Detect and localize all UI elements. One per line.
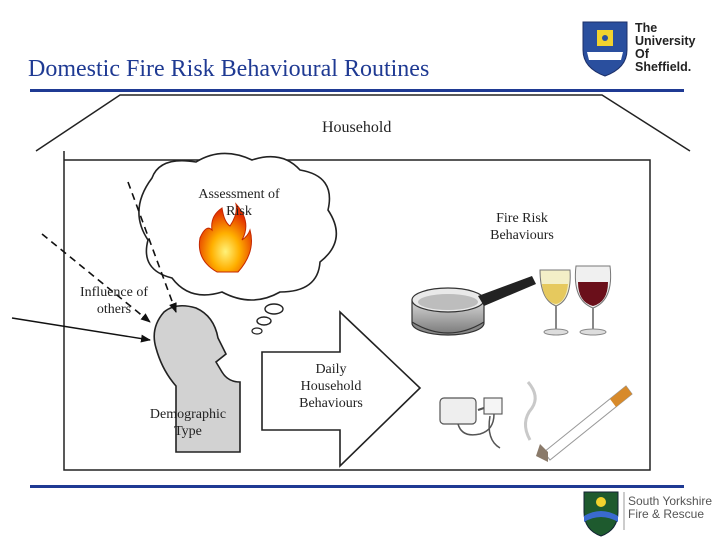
assessment-of-risk-label: Assessment of Risk [180,186,298,220]
daily-behaviours-arrow [261,310,422,468]
fire-risk-label-line: Fire Risk [496,211,548,226]
footer-rule [30,485,684,488]
head-silhouette-icon [153,304,241,453]
assessment-label-line: Risk [226,204,252,219]
daily-household-behaviours-label: Daily Household Behaviours [284,361,378,412]
university-wordmark: The University Of Sheffield. [635,22,695,74]
title-underline [30,89,684,92]
university-wordmark-line: University [635,34,696,48]
university-wordmark-line: The [635,21,658,35]
slide-title: Domestic Fire Risk Behavioural Routines [28,56,430,82]
demographic-label-line: Type [174,424,202,439]
demographic-type-label: Demographic Type [134,406,242,440]
fire-risk-behaviours-label: Fire Risk Behaviours [468,210,576,244]
saucepan-icon [411,276,536,336]
cigarette-icon [524,381,633,462]
fire-risk-label-line: Behaviours [490,228,554,243]
influence-arrow-solid [11,317,151,343]
house-roof [35,94,691,152]
syfr-crest-icon [583,491,625,537]
red-wine-glass-icon [574,265,612,336]
demographic-label-line: Demographic [149,407,227,422]
university-wordmark-line: Of [635,47,649,61]
household-label: Household [322,119,392,136]
daily-label-line: Household [300,379,362,394]
house-walls [63,151,651,471]
white-wine-glass-icon [539,269,571,336]
university-wordmark-line: Sheffield. [635,60,692,74]
assessment-label-line: Assessment of [198,187,280,202]
influence-of-others-label: Influence of others [64,284,164,318]
daily-label-line: Daily [315,362,347,377]
influence-label-line: Influence of [79,285,149,300]
syfr-wordmark-line: South Yorkshire [628,494,713,508]
flame-icon [198,202,252,273]
plug-adapter-icon [439,397,503,449]
syfr-wordmark: South Yorkshire Fire & Rescue [628,495,712,521]
daily-label-line: Behaviours [299,396,363,411]
university-shield-icon [582,21,628,77]
syfr-wordmark-line: Fire & Rescue [628,507,705,521]
influence-label-line: others [96,302,132,317]
